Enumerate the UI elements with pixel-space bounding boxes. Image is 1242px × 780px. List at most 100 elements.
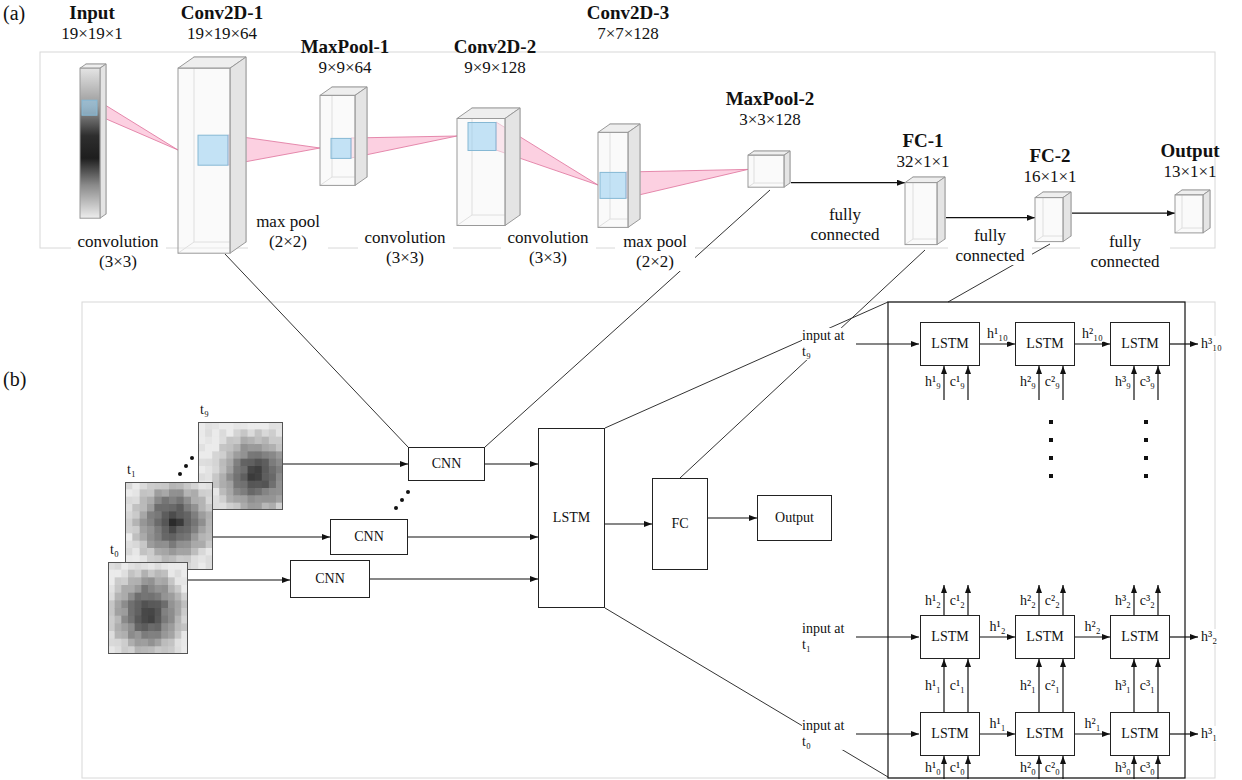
image-pixel [169,497,177,505]
image-pixel [241,466,249,474]
image-pixel [108,631,115,639]
image-pixel [168,570,175,578]
box-label: LSTM [1026,336,1063,352]
signal-arrow [1062,756,1063,779]
image-pixel [198,563,206,570]
image-pixel [176,489,184,497]
image-pixel [132,489,140,497]
image-pixel [148,608,155,616]
image-pixel [198,541,206,549]
image-pixel [184,489,192,497]
image-pixel [128,631,135,639]
image-pixel [108,608,115,616]
image-pixel [219,488,227,496]
image-pixel [276,473,283,481]
image-pixel [115,585,122,593]
flow-arrow [408,536,538,537]
image-pixel [161,639,168,647]
image-pixel [205,429,213,437]
image-pixel [248,451,256,459]
image-pixel [141,608,148,616]
flow-arrow [1075,343,1110,344]
image-pixel [176,497,184,505]
flow-arrow [980,636,1015,637]
image-pixel [140,555,148,563]
image-pixel [269,437,277,445]
image-pixel [169,482,177,490]
image-pixel [115,562,122,570]
cuboid-side [784,151,790,187]
image-pixel [147,548,155,556]
image-pixel [226,488,234,496]
module-box: CNN [330,519,408,555]
layer-heading: Output13×1×1 [1160,140,1219,181]
flow-arrow [1038,659,1039,712]
image-pixel [148,631,155,639]
image-pixel [148,646,155,654]
image-pixel [276,444,283,452]
image-pixel [212,437,220,445]
image-pixel [155,608,162,616]
state-label: h²₁ [1083,716,1101,732]
image-pixel [175,631,182,639]
image-pixel [132,497,140,505]
image-pixel [155,570,162,578]
image-pixel [168,577,175,585]
image-pixel [162,533,170,541]
image-pixel [233,495,241,503]
state-label: c¹₀ [950,760,965,776]
image-pixel [132,548,140,556]
flow-arrow [967,659,968,712]
image-pixel [212,429,220,437]
image-pixel [198,459,206,467]
image-pixel [198,489,206,497]
image-pixel [168,631,175,639]
image-pixel [191,519,199,527]
image-pixel [168,608,175,616]
image-pixel [135,593,142,601]
image-pixel [162,504,170,512]
image-pixel [169,563,177,570]
image-pixel [198,503,206,510]
module-box: CNN [290,560,370,598]
flow-arrow [1072,213,1175,214]
flow-arrow [1133,659,1134,712]
image-pixel [125,533,133,541]
image-pixel [206,489,213,497]
layer-heading: Conv2D-37×7×128 [587,2,669,43]
image-pixel [233,488,241,496]
signal-arrow [1170,343,1198,344]
state-label: h²₂ [1020,593,1036,609]
image-pixel [206,541,213,549]
image-pixel [148,623,155,631]
image-pixel [191,548,199,556]
flow-arrow [605,523,652,524]
box-label: LSTM [1121,336,1158,352]
image-pixel [226,481,234,489]
image-pixel [219,481,227,489]
layer-dimensions: 9×9×64 [301,58,390,78]
signal-arrow [943,585,944,615]
image-pixel [140,541,148,549]
state-label: c³₂ [1140,593,1155,609]
image-pixel [141,593,148,601]
image-pixel [262,437,270,445]
image-pixel [276,429,283,437]
image-pixel [132,504,140,512]
layer-cuboid [748,151,791,188]
layer-name: Input [61,2,123,24]
flow-arrow [1157,659,1158,712]
image-pixel [140,497,148,505]
image-pixel [108,577,115,585]
image-pixel [262,451,270,459]
image-pixel [219,473,227,481]
image-pixel [269,473,277,481]
ellipsis-dot [1049,474,1053,478]
image-pixel [205,437,213,445]
state-label: h³₉ [1115,374,1131,390]
image-pixel [198,481,206,489]
image-pixel [140,482,148,490]
box-label: LSTM [931,629,968,645]
image-pixel [255,444,263,452]
image-pixel [262,503,270,510]
